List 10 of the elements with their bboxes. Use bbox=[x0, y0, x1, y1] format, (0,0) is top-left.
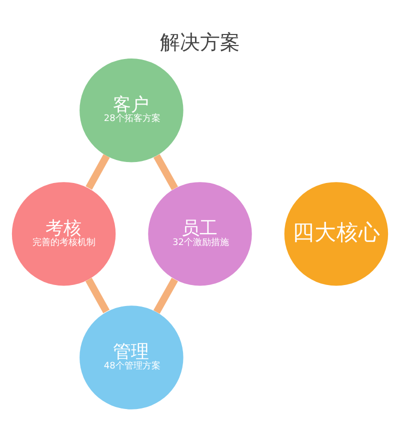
diagram-title: 解决方案 bbox=[160, 31, 240, 54]
node-circle: 四大核心 bbox=[284, 182, 388, 286]
node-circle: 考核 完善的考核机制 bbox=[12, 182, 116, 286]
connector bbox=[86, 154, 110, 190]
node-circle: 管理 48个管理方案 bbox=[80, 306, 184, 410]
node-circle: 员工 32个激励措施 bbox=[148, 182, 252, 286]
connector bbox=[153, 154, 178, 190]
connector bbox=[85, 278, 110, 314]
connector bbox=[153, 278, 178, 314]
node-circle: 客户 28个拓客方案 bbox=[80, 58, 184, 162]
